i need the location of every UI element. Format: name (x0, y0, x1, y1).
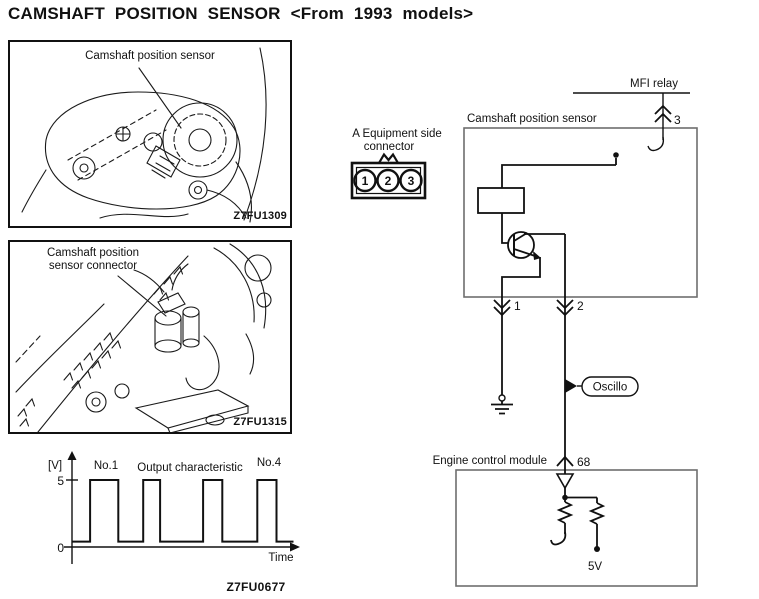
pin3-label: 3 (674, 113, 681, 127)
mfi-relay-label: MFI relay (630, 78, 678, 90)
leader-line (138, 67, 182, 129)
figure2-label: Camshaft position sensor connector (34, 247, 152, 273)
leader-line (117, 275, 167, 317)
square-wave-trace (72, 479, 294, 543)
ecm-label: Engine control module (433, 455, 547, 467)
y-axis-arrow (67, 451, 77, 460)
page-title: CAMSHAFT POSITION SENSOR <From 1993 mode… (8, 4, 474, 23)
pin68-label: 68 (577, 455, 591, 469)
figure2-label-line1: Camshaft position (46, 247, 140, 259)
5v-label: 5V (588, 561, 602, 573)
connector-pin-1: 1 (362, 174, 369, 188)
waveform-code: Z7FU0677 (226, 580, 285, 594)
equip-connector-label-line2: connector (364, 141, 415, 153)
junction-dot (562, 494, 568, 501)
ecm-box (455, 469, 698, 587)
chart-title: Output characteristic (137, 462, 243, 474)
figure2-label-line2: sensor connector (48, 260, 138, 272)
engine-bay-illustration (15, 243, 272, 432)
pin2-label: 2 (577, 299, 584, 313)
pin1-label: 1 (514, 299, 521, 313)
wire-hook (647, 136, 665, 152)
y-tick-label-0: 0 (57, 541, 64, 555)
wiring-schematic: 1 2 3 MFI relay 3 Camshaft position sens… (350, 78, 698, 587)
sensor-location-figure: Camshaft position sensor Z7FU1309 (8, 40, 292, 228)
oscillo-label: Oscillo (593, 382, 628, 394)
sensor-box-label: Camshaft position sensor (467, 113, 597, 125)
sensor-box (463, 127, 698, 298)
transistor-symbol (507, 231, 535, 259)
connector-pin-2: 2 (385, 174, 392, 188)
equipment-connector-graphic: 1 2 3 (350, 152, 427, 200)
sensor-connector-figure: Camshaft position sensor connector Z7FU1… (8, 240, 292, 434)
ground-symbol (491, 394, 513, 415)
x-axis-arrow (290, 542, 300, 552)
equip-connector-label-line1: A Equipment side (352, 128, 442, 140)
y-axis-label: [V] (48, 460, 62, 472)
pin3-connector-chevrons (654, 104, 672, 123)
sensor-element-block (477, 187, 525, 214)
5v-terminal-dot (594, 546, 600, 552)
pin68-connector-chevron (556, 455, 574, 467)
engine-sensor-illustration (21, 47, 267, 223)
connector-pin-3: 3 (408, 174, 415, 188)
figure2-code: Z7FU1315 (233, 416, 287, 428)
waveform-chart: [V] 5 0 No.1 Output characteristic No.4 … (48, 451, 300, 594)
annotation-no4: No.4 (257, 457, 282, 469)
connector-notch (378, 152, 399, 164)
oscillo-tap-arrow (565, 379, 577, 393)
oscillo-bubble (581, 376, 639, 397)
figure1-code: Z7FU1309 (233, 210, 287, 222)
junction-dot (613, 152, 619, 158)
emitter-arrow (533, 251, 541, 260)
x-axis-label: Time (268, 552, 293, 564)
figure1-label: Camshaft position sensor (85, 50, 215, 62)
input-buffer-triangle (555, 473, 575, 490)
y-tick-label-5: 5 (57, 474, 64, 488)
annotation-no1: No.1 (94, 460, 118, 472)
